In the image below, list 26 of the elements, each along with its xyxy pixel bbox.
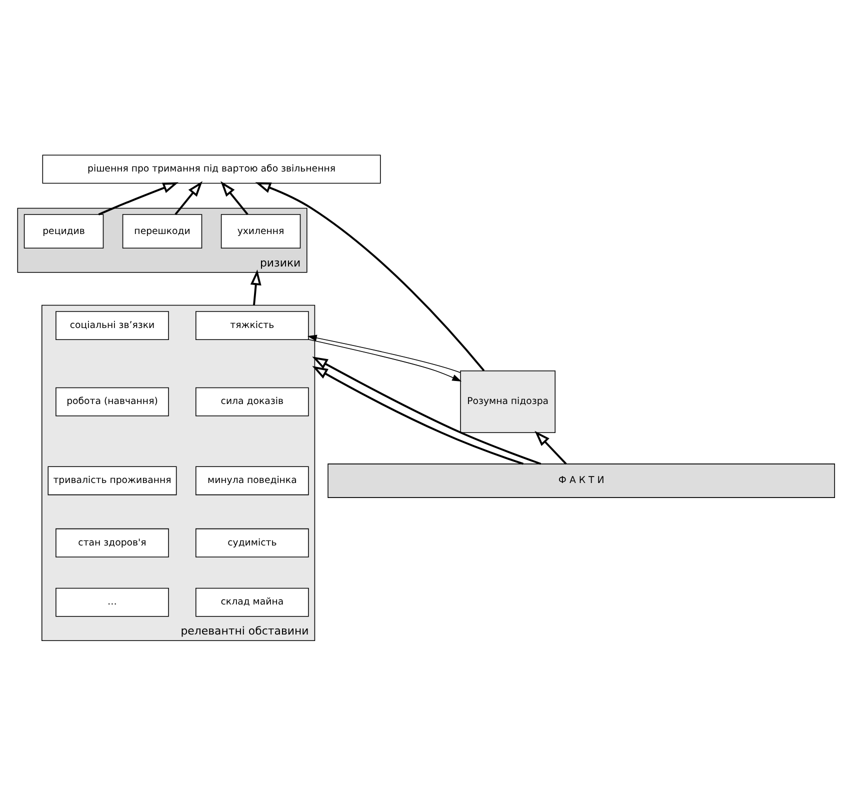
node-box: минула поведінка	[196, 466, 309, 495]
arrow	[250, 268, 262, 305]
node-box: рішення про тримання під вартою або звільнення	[42, 154, 381, 184]
node-box: сила доказів	[196, 386, 309, 416]
node-box: …	[56, 587, 169, 616]
node-box: стан здоров'я	[56, 528, 169, 557]
node-box: соціальні зв’язки	[56, 310, 169, 340]
arrow	[534, 430, 567, 464]
node-box: ухилення	[220, 214, 301, 248]
arrow	[220, 180, 248, 214]
node-box: тривалість проживання	[48, 466, 177, 495]
arrow	[308, 338, 462, 381]
node-box: тяжкість	[196, 310, 309, 340]
node-box: рецидив	[24, 214, 104, 248]
arrow	[307, 334, 461, 373]
arrow	[255, 182, 485, 371]
arrow	[98, 182, 179, 215]
node-box: робота (навчання)	[56, 386, 169, 416]
arrow	[174, 180, 202, 214]
node-box: склад майна	[196, 587, 309, 616]
arrow	[312, 366, 524, 464]
node-box: перешкоди	[122, 214, 202, 248]
node-box: судимість	[196, 528, 309, 557]
node-box: Розумна підозра	[460, 370, 556, 433]
node-box: Ф А К Т И	[328, 463, 835, 498]
arrow	[312, 356, 542, 464]
